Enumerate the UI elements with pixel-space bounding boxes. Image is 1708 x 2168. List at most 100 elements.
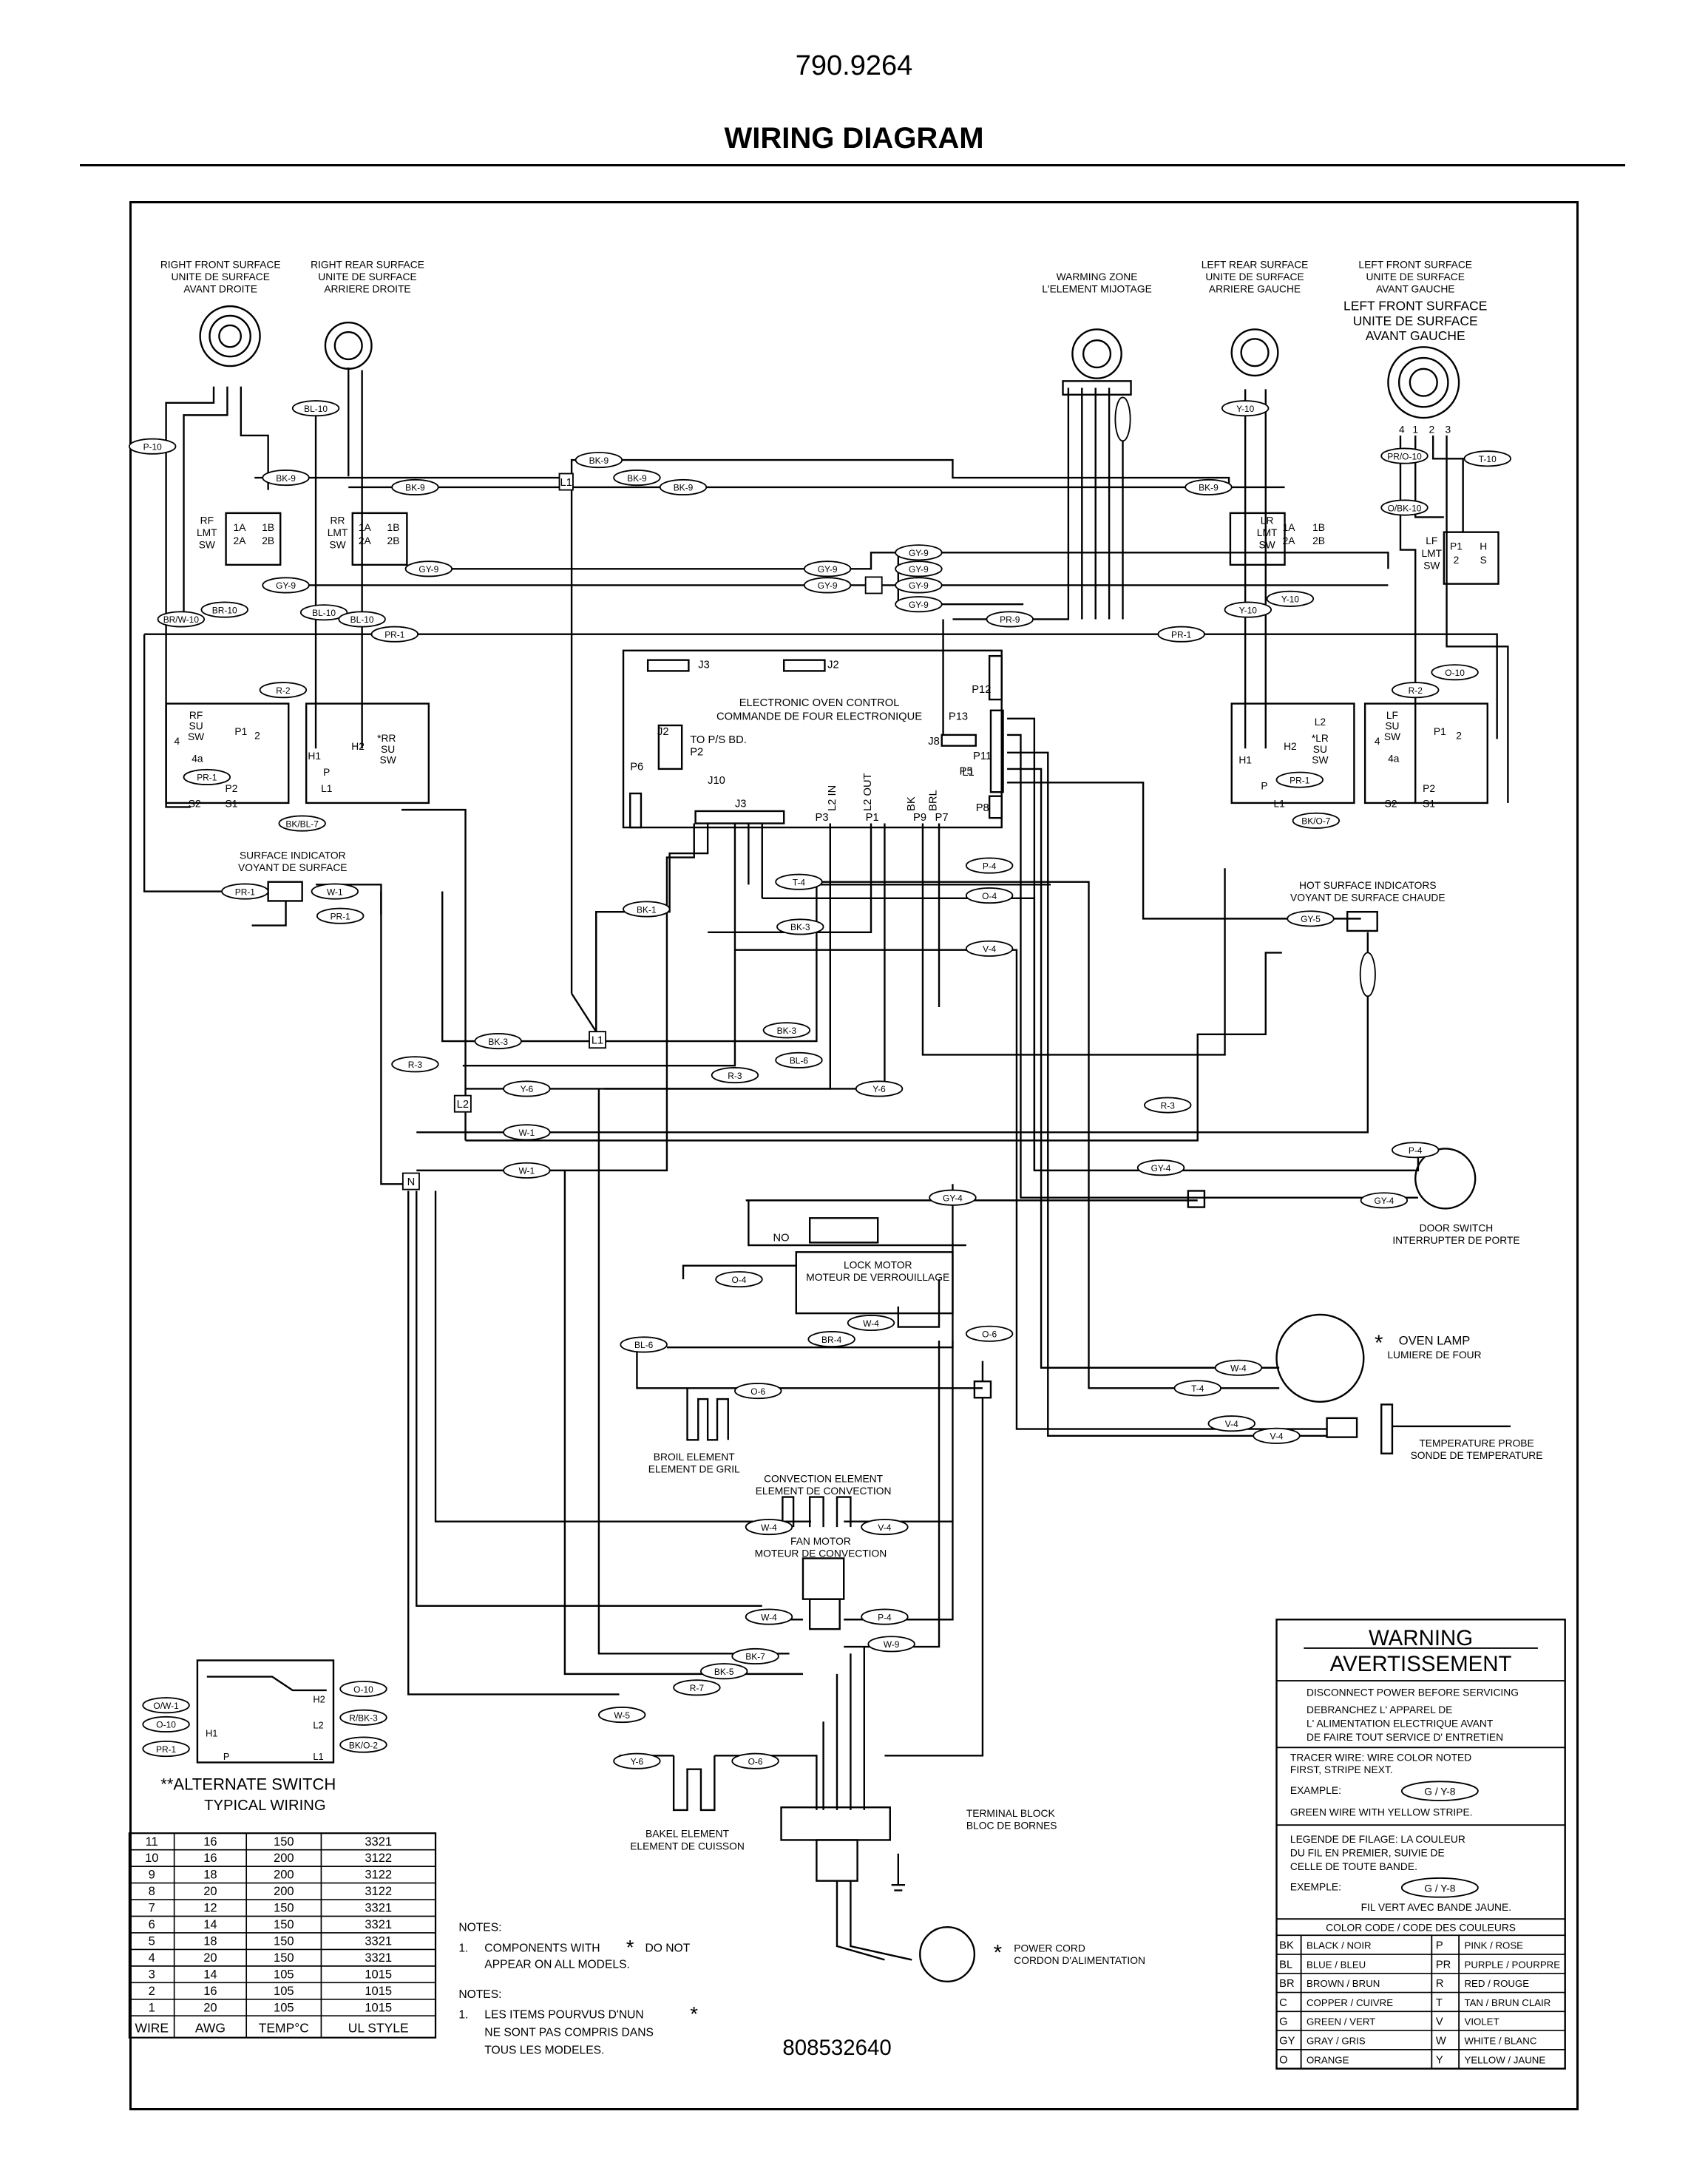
rf-terminal-1b: 1B (262, 522, 274, 533)
wire-tag-label: R-3 (728, 1071, 742, 1081)
wire-tag-label: GY-9 (909, 580, 929, 591)
eoc-pin-p9: P9 (913, 812, 926, 824)
wire-tag-label: W-1 (518, 1128, 535, 1138)
lf-terminal-1: 1 (1412, 424, 1418, 435)
fan-motor-label: FAN MOTOR (790, 1536, 851, 1547)
wire-tag-label: O-10 (156, 1720, 176, 1730)
color-code-cell: GRAY / GRIS (1307, 2036, 1366, 2047)
wire-tag-pr1: PR-1 (183, 768, 231, 785)
wire-tag-label: BR/W-10 (163, 614, 200, 625)
eoc-l1: L1 (962, 767, 974, 779)
eoc-ps-bd: TO P/S BD. (690, 734, 747, 746)
rr-terminal-1b: 1B (387, 522, 400, 533)
wire-tag-gy9: GY-9 (262, 577, 310, 594)
wire-table-cell: 20 (203, 1951, 217, 1965)
wire-tag-pr1: PR-1 (370, 626, 419, 643)
wire-tag-label: T-4 (793, 877, 806, 887)
wire-tag-bk7: BK-7 (731, 1647, 779, 1664)
wire-table-cell: 8 (149, 1884, 155, 1898)
eoc-p5: P5 (960, 765, 973, 777)
color-code-cell: WHITE / BLANC (1464, 2036, 1536, 2047)
junction-l1-mid: L1 (592, 1035, 603, 1047)
lr-terminal-l1: L1 (1273, 798, 1284, 809)
eoc-j3-top: J3 (698, 660, 710, 671)
wire-tag-pro10: PR/O-10 (1380, 447, 1429, 464)
left-front-surface-large-2: UNITE DE SURFACE (1353, 314, 1478, 328)
legend-text-3: CELLE DE TOUTE BANDE. (1290, 1861, 1417, 1872)
warning-text-fr-3: DE FAIRE TOUT SERVICE D' ENTRETIEN (1307, 1732, 1503, 1743)
color-code-cell: C (1279, 1997, 1287, 2009)
wire-table-cell: 3122 (365, 1884, 392, 1898)
rr-terminal-h1: H1 (308, 751, 321, 762)
color-code-cell: COPPER / CUIVRE (1307, 1997, 1393, 2008)
wire-tag-o6: O-6 (734, 1383, 782, 1400)
wire-tag-bk1: BK-1 (623, 901, 671, 918)
wire-tag-label: PR-1 (1171, 629, 1192, 640)
lr-terminal-2a: 2A (1283, 535, 1296, 546)
wire-tag-label: BR-4 (821, 1335, 842, 1345)
warning-text-en: DISCONNECT POWER BEFORE SERVICING (1307, 1687, 1519, 1698)
wire-table-cell: 1015 (365, 2000, 392, 2014)
legend-example-code: G / Y-8 (1424, 1883, 1456, 1894)
wire-table-cell: 3122 (365, 1868, 392, 1882)
wire-tag-label: W-4 (761, 1612, 777, 1622)
wire-tag-label: V-4 (983, 944, 996, 955)
power-cord-asterisk: * (994, 1940, 1002, 1965)
rf-lmt-label: SW (199, 540, 215, 551)
lf-terminal-s: S (1480, 555, 1487, 566)
left-rear-surface-label-1: LEFT REAR SURFACE (1202, 260, 1309, 271)
wire-tag-o10: O-10 (142, 1715, 190, 1733)
wire-tag-label: BL-10 (304, 404, 328, 414)
wire-tag-bl10: BL-10 (291, 400, 340, 417)
rr-lmt-label: LMT (328, 527, 348, 538)
wire-tag-gy4: GY-4 (929, 1189, 977, 1206)
eoc-p8: P8 (976, 802, 989, 814)
wire-tag-br4: BR-4 (807, 1331, 855, 1348)
wire-table-cell: 4 (149, 1951, 155, 1965)
wire-table-cell: 150 (274, 1917, 294, 1931)
rr-lmt-label: SW (329, 540, 345, 551)
broil-element-label: BROIL ELEMENT (654, 1451, 735, 1463)
wire-tag-label: GY-4 (1374, 1196, 1394, 1206)
wire-table-border (128, 1832, 437, 2039)
wire-tag-o10: O-10 (1431, 664, 1479, 681)
oven-lamp-label: OVEN LAMP (1399, 1333, 1471, 1347)
wire-tag-label: BL-10 (312, 608, 336, 618)
wire-tag-label: R-2 (1409, 685, 1423, 696)
wire-table-cell: 14 (203, 1967, 217, 1981)
wire-tag-bl10: BL-10 (338, 611, 386, 628)
wire-tag-label: GY-9 (909, 548, 929, 558)
wire-table-cell: 16 (203, 1835, 217, 1849)
lr-su-label: SU (1313, 744, 1327, 755)
surface-switch-labels: RF SU SW 4 4a P1 2 P2 S1 S2 H1 H2 *RR SU… (174, 710, 1461, 810)
wire-tag-label: BK-9 (674, 483, 694, 493)
left-front-surface-large-3: AVANT GAUCHE (1366, 328, 1465, 343)
wire-tag-pr1: PR-1 (221, 883, 269, 900)
door-switch-label-fr: INTERRUPTER DE PORTE (1392, 1235, 1519, 1246)
wire-tag-gy9: GY-9 (803, 560, 852, 577)
wire-tag-gy9: GY-9 (803, 577, 852, 594)
lr-terminal-h2: H2 (1284, 741, 1297, 752)
wire-table-cell: 20 (203, 1884, 217, 1898)
convection-element-label: CONVECTION ELEMENT (764, 1473, 884, 1484)
eoc-brl: BRL (927, 790, 939, 811)
wire-tag-w4: W-4 (745, 1608, 793, 1625)
eoc-pin-p3: P3 (816, 812, 829, 824)
eoc-labels: ELECTRONIC OVEN CONTROL COMMANDE DE FOUR… (630, 660, 992, 824)
junction-l1-top: L1 (560, 477, 572, 489)
lf-terminal-4a: 4a (1388, 753, 1400, 765)
lf-lmt-label: SW (1423, 560, 1440, 571)
wire-tag-pr9: PR-9 (986, 611, 1034, 628)
wire-tag-bk9: BK-9 (262, 469, 310, 487)
color-code-cell: R (1436, 1978, 1444, 1990)
junction-l2: L2 (457, 1099, 469, 1111)
color-code-cell: T (1436, 1997, 1443, 2009)
left-rear-surface-label-2: UNITE DE SURFACE (1205, 271, 1304, 282)
wire-tag-bk3: BK-3 (474, 1032, 522, 1050)
wire-tag-label: PR-1 (156, 1744, 177, 1755)
lf-terminal-s2: S2 (1385, 798, 1397, 809)
